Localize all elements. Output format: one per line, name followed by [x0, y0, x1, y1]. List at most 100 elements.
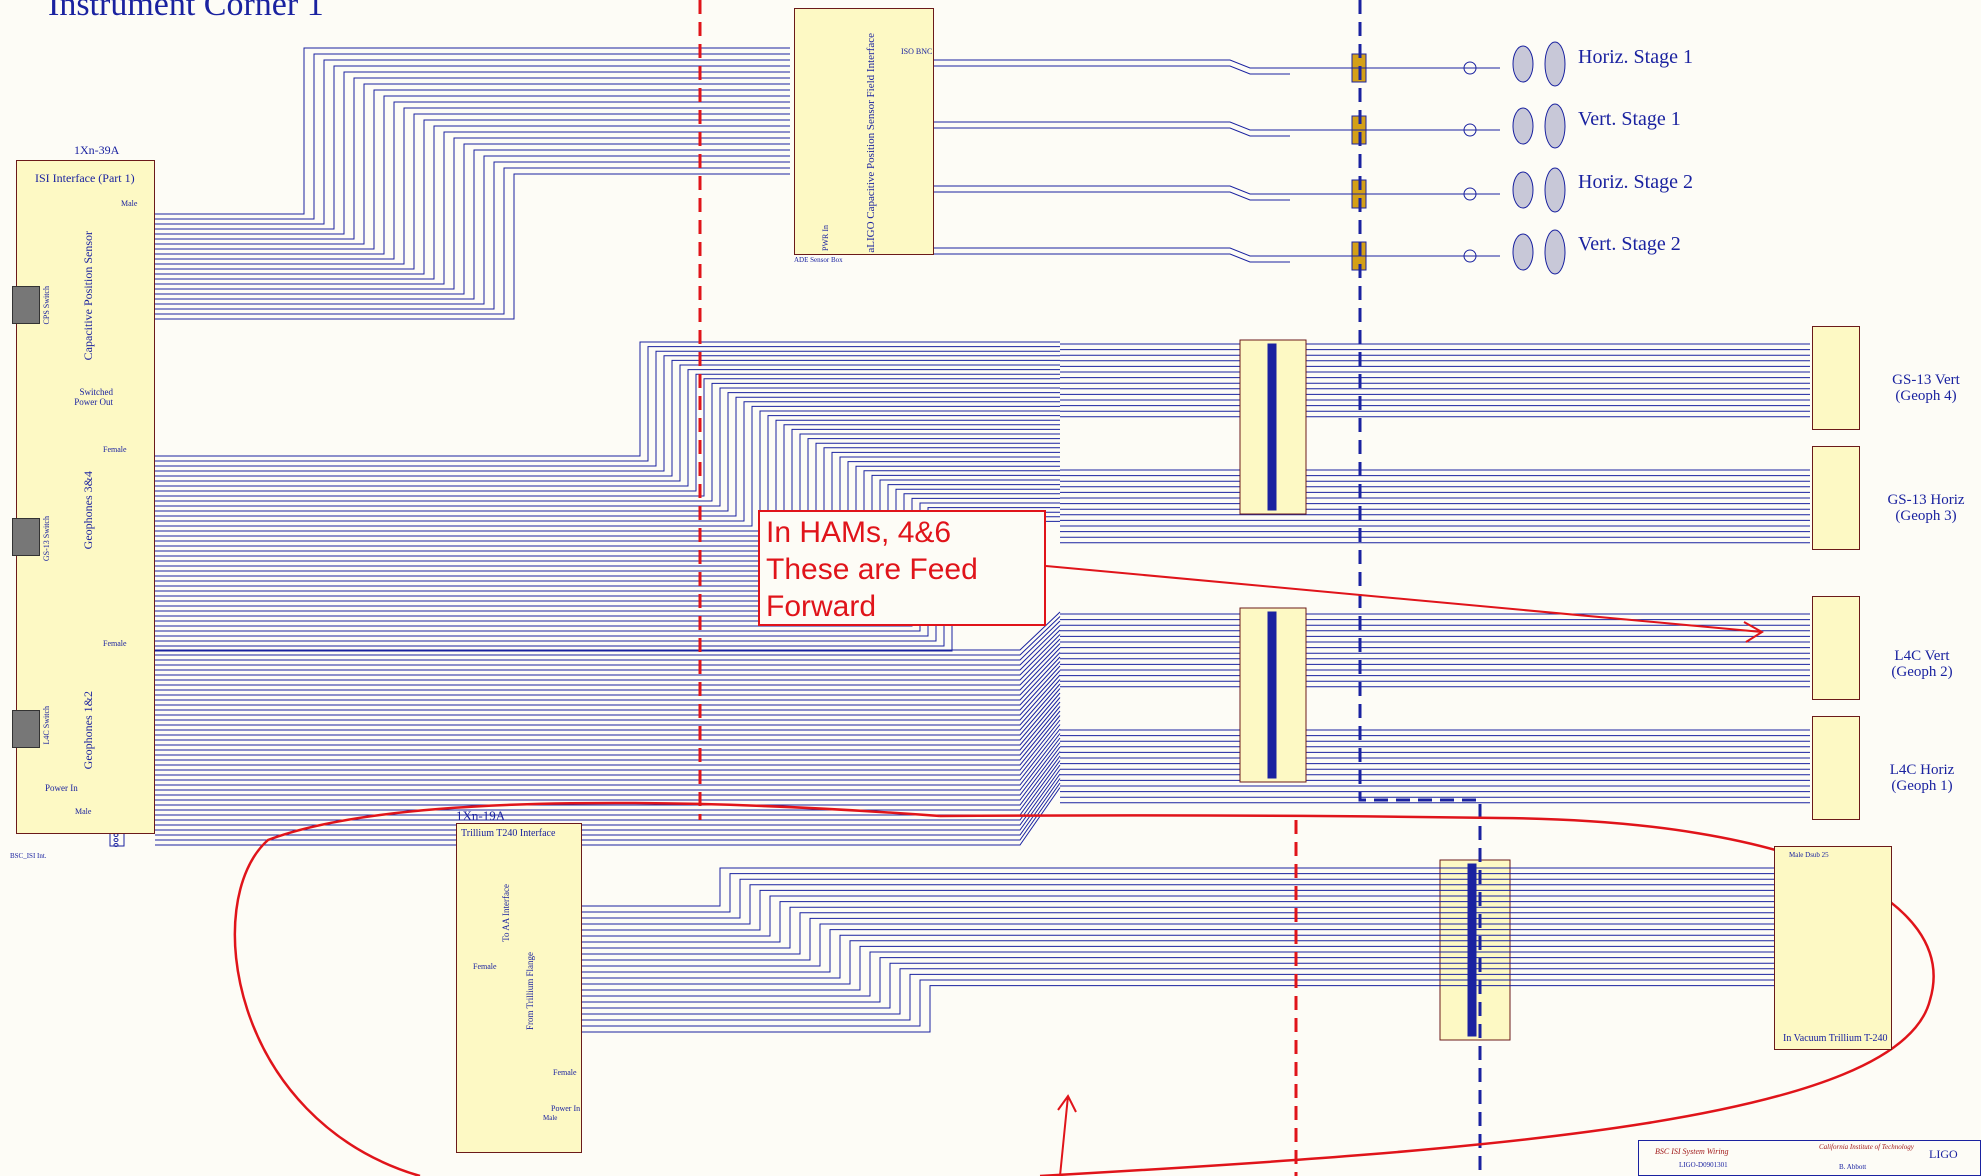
geophone-wire — [155, 656, 1061, 701]
geophone-wire — [155, 447, 1060, 572]
annotation-line-1: In HAMs, 4&6 — [766, 516, 952, 549]
stage-cable — [934, 253, 1290, 263]
cps-wire — [155, 143, 790, 295]
geophone-wire — [155, 350, 1060, 467]
geophone-wire — [155, 638, 1061, 681]
geophone-label-gs13-horiz: GS-13 Horiz(Geoph 3) — [1872, 492, 1980, 524]
red-arrow-up — [1057, 1094, 1077, 1176]
geophone-wire — [155, 710, 1061, 761]
geophone-wire — [155, 341, 1060, 457]
cps-wire — [155, 47, 790, 215]
iso-bnc-label: ISO BNC — [901, 47, 933, 56]
geophone-name: L4C Horiz — [1889, 762, 1955, 778]
geophone-wire — [155, 692, 1061, 741]
trillium-wire — [582, 912, 1774, 955]
geophone-wire — [155, 616, 1061, 656]
cps-wire — [155, 83, 790, 245]
stage-label-vert-1: Vert. Stage 1 — [1578, 108, 1681, 130]
vacuum-bar — [1467, 863, 1477, 1037]
geophone-label-l4c-vert: L4C Vert(Geoph 2) — [1868, 648, 1976, 680]
probe-icon — [1512, 107, 1534, 145]
geophone-wire — [155, 611, 1061, 651]
cps-field-footer: ADE Sensor Box — [794, 256, 843, 264]
geophone-sub: (Geoph 3) — [1895, 508, 1957, 524]
red-arrow-head — [1743, 621, 1764, 643]
cps-wire — [155, 89, 790, 250]
geophones-34-label: Geophones 3&4 — [81, 471, 95, 550]
isi-male-label: Male — [121, 199, 138, 208]
blue-dashed-boundary — [1358, 0, 1482, 1176]
geophone-name: GS-13 Vert — [1892, 372, 1960, 388]
geophone-wire — [155, 746, 1061, 801]
geophone-wire — [155, 701, 1061, 751]
red-arrow-line — [1045, 565, 1763, 633]
in-vacuum-trillium-box: Male Dsub 25 In Vacuum Trillium T-240 — [1774, 846, 1892, 1050]
geophone-wire — [155, 625, 1061, 666]
geophone-block-gs13-vert — [1812, 326, 1860, 430]
target-icon — [1544, 41, 1566, 87]
isi-interface-title: ISI Interface (Part 1) — [35, 171, 135, 185]
l4c-switch[interactable] — [12, 710, 40, 748]
geophone-wire — [155, 359, 1060, 477]
cps-switch[interactable] — [12, 286, 40, 324]
title-block-title: BSC ISI System Wiring — [1655, 1147, 1729, 1156]
geophone-wire — [155, 715, 1061, 766]
geophone-wire — [155, 728, 1061, 781]
geophone-wire — [155, 737, 1061, 791]
from-flange-label: From Trillium Flange — [525, 952, 535, 1031]
geophone-wire — [155, 419, 1060, 542]
geophone-wire — [155, 355, 1060, 472]
geophone-wire — [155, 778, 1061, 836]
target-icon — [1544, 103, 1566, 149]
geophone-wire — [155, 428, 1060, 552]
gs13-switch[interactable] — [12, 518, 40, 556]
geophone-wire — [155, 764, 1061, 821]
gs13-switch-label: GS-13 Switch — [42, 516, 51, 562]
ligo-logo: LIGO — [1929, 1147, 1958, 1161]
trillium-wire — [582, 878, 1774, 919]
geophone-wire — [155, 665, 1061, 711]
probe-icon — [1512, 45, 1534, 83]
stage-label-horiz-1: Horiz. Stage 1 — [1578, 46, 1693, 68]
stage-cable — [934, 59, 1290, 69]
trillium-wire — [582, 873, 1774, 913]
geophone-wire — [155, 760, 1061, 816]
annotation-line-3: Forward — [766, 590, 877, 623]
stage-cable — [934, 247, 1290, 257]
power-in-male-label: Male — [75, 807, 92, 816]
geophone-wire — [155, 647, 1061, 691]
geophone-wire — [155, 670, 1061, 716]
isi-female-label-2: Female — [103, 639, 127, 648]
title-block-dcc: LIGO-D0901301 — [1679, 1161, 1728, 1169]
title-block-engineer: B. Abbott — [1839, 1163, 1867, 1171]
trillium-interface-box: Trillium T240 Interface To AA Interface … — [456, 823, 582, 1153]
to-aa-label: To AA Interface — [501, 884, 511, 942]
trillium-wire — [582, 906, 1774, 949]
cps-wire — [155, 131, 790, 285]
geophone-wire — [155, 442, 1060, 567]
title-block-org: California Institute of Technology — [1819, 1143, 1914, 1151]
geophone-name: GS-13 Horiz — [1887, 492, 1965, 508]
trillium-wire — [582, 923, 1774, 967]
geophone-wire — [155, 733, 1061, 786]
vacuum-bar — [1267, 343, 1277, 511]
cps-field-interface-title: aLIGO Capacitive Position Sensor Field I… — [865, 33, 877, 253]
trillium-female-label-1: Female — [473, 962, 497, 971]
geophone-wire — [155, 769, 1061, 826]
cps-wire — [155, 71, 790, 235]
trillium-wire — [582, 957, 1774, 1003]
geophone-wire — [155, 346, 1060, 462]
target-icon — [1544, 167, 1566, 213]
bnc-icon — [1463, 249, 1477, 263]
switched-power-label: Switched Power Out — [74, 387, 113, 407]
isi-footer: BSC_ISI Int. — [10, 852, 47, 860]
geophone-wire — [155, 629, 1061, 671]
geophone-wire — [155, 373, 1060, 492]
geophone-wire — [155, 392, 1060, 512]
geophone-wire — [155, 773, 1061, 831]
geophone-label-l4c-horiz: L4C Horiz(Geoph 1) — [1868, 762, 1976, 794]
trillium-wire — [582, 962, 1774, 1009]
geophone-wire — [155, 782, 1061, 841]
stage-cable — [934, 65, 1290, 75]
